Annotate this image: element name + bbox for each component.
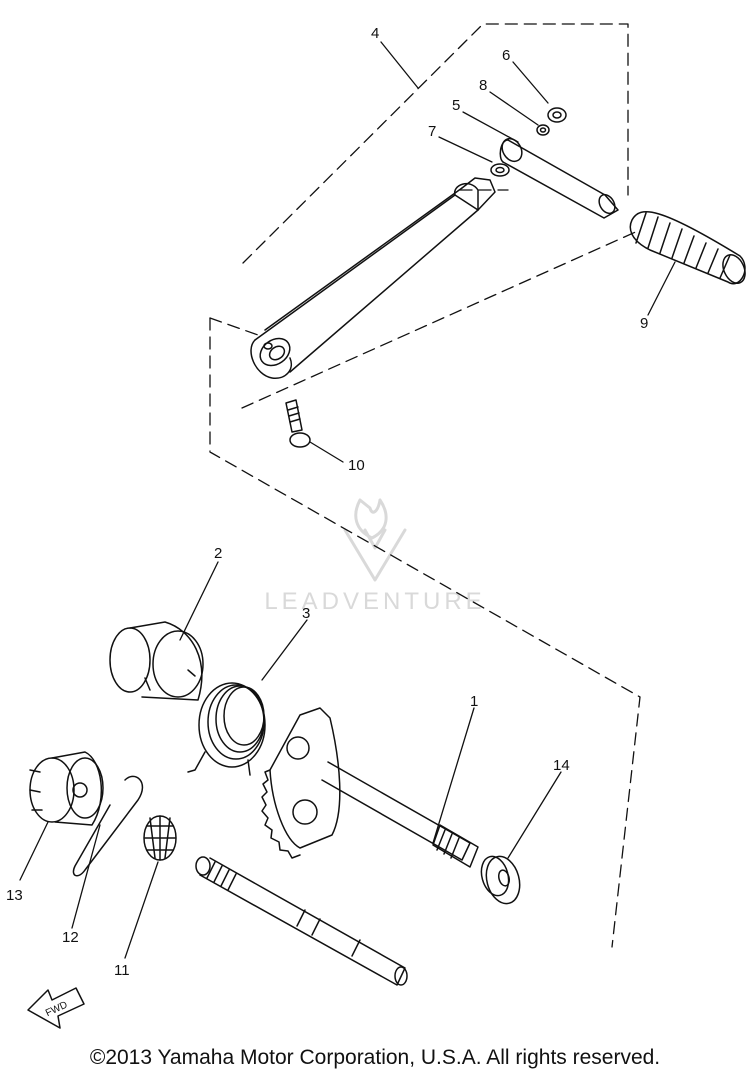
callout-11: 11 (114, 962, 130, 979)
callout-13: 13 (6, 887, 23, 904)
circlip (72, 775, 144, 877)
callout-4: 4 (371, 25, 379, 42)
callout-9: 9 (640, 315, 648, 332)
crank-bolt (285, 399, 311, 448)
lower-shaft (195, 856, 408, 986)
pinion-gear (143, 815, 177, 861)
callout-7: 7 (428, 123, 436, 140)
callout-10: 10 (348, 457, 365, 474)
callout-6: 6 (502, 47, 510, 64)
callout-numbers: 4 6 8 5 7 9 10 2 3 1 14 13 12 11 (6, 25, 648, 979)
pedal-shaft (499, 137, 619, 219)
watermark-logo (343, 498, 407, 582)
watermark-text: LEADVENTURE (264, 588, 485, 615)
kick-axle-shaft (321, 761, 479, 868)
small-hardware (490, 107, 567, 177)
drive-gear-bearing (29, 751, 104, 826)
callout-2: 2 (214, 545, 222, 562)
return-spring (187, 682, 266, 776)
dashed-guide-lines (209, 23, 641, 948)
fwd-label: FWD (44, 1000, 69, 1020)
callout-8: 8 (479, 77, 487, 94)
oil-seal (480, 855, 521, 905)
callout-14: 14 (553, 757, 570, 774)
callout-3: 3 (302, 605, 310, 622)
copyright-footer: ©2013 Yamaha Motor Corporation, U.S.A. A… (89, 1046, 661, 1069)
kick-axle-gear (261, 707, 341, 859)
rubber-grip (629, 211, 746, 285)
kick-crank-arm (250, 177, 496, 379)
spring-cover (109, 621, 204, 701)
callout-12: 12 (62, 929, 79, 946)
leader-lines (19, 41, 676, 959)
fwd-arrow-icon: FWD (27, 987, 85, 1029)
callout-1: 1 (470, 693, 478, 710)
callout-5: 5 (452, 97, 460, 114)
